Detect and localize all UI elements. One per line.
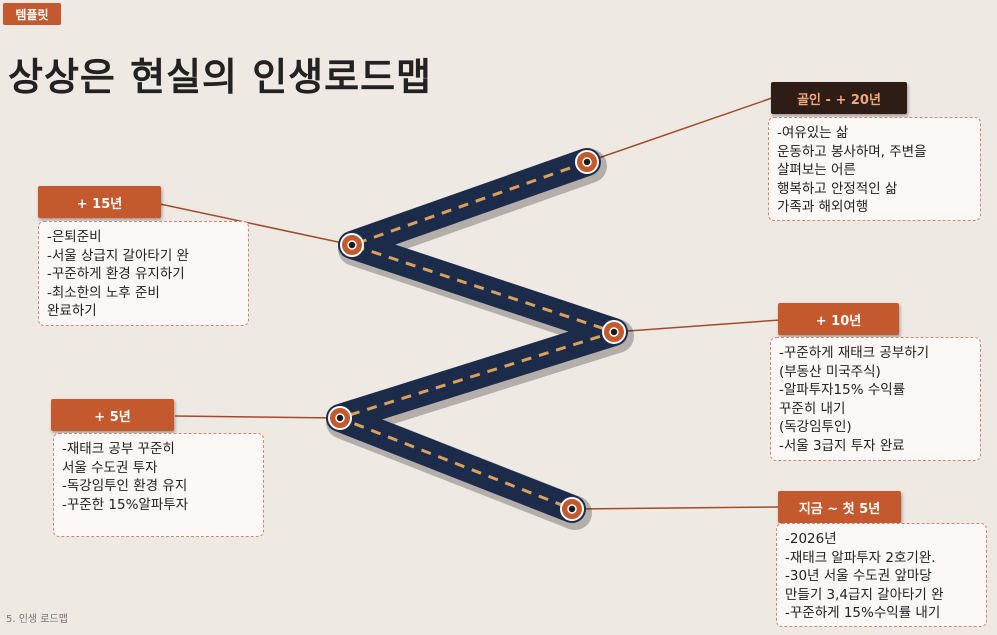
milestone-line: -꾸준하게 재태크 공부하기 (779, 345, 930, 361)
milestone-label-5y: + 5년 (51, 399, 174, 431)
milestone-label-10y: + 10년 (778, 303, 899, 335)
template-tag: 템플릿 (3, 3, 61, 25)
milestone-node (560, 497, 584, 521)
milestone-line: -꾸준한 15%알파투자 (62, 496, 189, 513)
milestone-line: 운동하고 봉사하며, 주변을 (777, 143, 927, 160)
milestone-line: 살펴보는 어른 (777, 162, 856, 178)
road-path (326, 148, 628, 523)
milestone-line: -여유있는 삶 (777, 125, 849, 141)
milestone-line: -서울 3급지 투자 완료 (779, 437, 905, 454)
milestone-line: -알파투자15% 수익률 (779, 382, 906, 398)
connector-line (159, 203, 353, 246)
milestone-line: 꾸준히 내기 (779, 400, 846, 417)
milestone-line: -꾸준하게 환경 유지하기 (47, 266, 185, 282)
milestone-box-10y: -꾸준하게 재태크 공부하기 (부동산 미국주식) -알파투자15% 수익률 꾸… (770, 337, 981, 461)
milestone-line: -2026년 (785, 531, 837, 547)
milestone-line: (부동산 미국주식) (779, 363, 881, 380)
milestone-line: -최소한의 노후 준비 (47, 284, 160, 301)
milestone-line: -서울 상급지 갈아타기 완 (47, 247, 189, 264)
connector-line (174, 415, 341, 419)
page-title: 상상은 현실의 인생로드맵 (8, 55, 433, 99)
milestone-line: (독강임투인) (779, 419, 852, 435)
milestone-line: -은퇴준비 (47, 229, 102, 245)
milestone-node (328, 406, 352, 430)
milestone-line: -30년 서울 수도권 앞마당 (785, 568, 932, 584)
milestone-label-15y: + 15년 (38, 186, 161, 218)
milestone-line: 만들기 3,4급지 갈아타기 완 (785, 586, 944, 603)
milestone-line: 서울 수도권 투자 (62, 459, 158, 476)
milestone-line: 가족과 해외여행 (777, 199, 869, 215)
milestone-line: 완료하기 (47, 303, 97, 319)
milestone-label-now: 지금 ~ 첫 5년 (778, 491, 901, 523)
connector-line (613, 319, 781, 333)
milestone-box-5y: -재태크 공부 꾸준히 서울 수도권 투자 -독강임투인 환경 유지 -꾸준한 … (53, 433, 264, 537)
milestone-node (602, 320, 626, 344)
slide-footer: 5. 인생 로드맵 (6, 614, 68, 625)
milestone-box-now: -2026년 -재태크 알파투자 2호기완. -30년 서울 수도권 앞마당 만… (776, 523, 987, 627)
connector-line (586, 97, 773, 163)
milestone-node (575, 150, 599, 174)
milestone-line: -재태크 공부 꾸준히 (62, 441, 175, 457)
connector-line (571, 506, 779, 510)
milestone-line: 행복하고 안정적인 삶 (777, 180, 898, 197)
milestone-line: -꾸준하게 15%수익률 내기 (785, 605, 941, 621)
milestone-box-20y: -여유있는 삶 운동하고 봉사하며, 주변을 살펴보는 어른 행복하고 안정적인… (768, 117, 981, 221)
milestone-line: -독강임투인 환경 유지 (62, 478, 188, 494)
milestone-node (340, 233, 364, 257)
milestone-line: -재태크 알파투자 2호기완. (785, 549, 936, 566)
milestone-label-20y: 골인 - + 20년 (771, 82, 907, 114)
milestone-box-15y: -은퇴준비 -서울 상급지 갈아타기 완 -꾸준하게 환경 유지하기 -최소한의… (38, 221, 249, 326)
